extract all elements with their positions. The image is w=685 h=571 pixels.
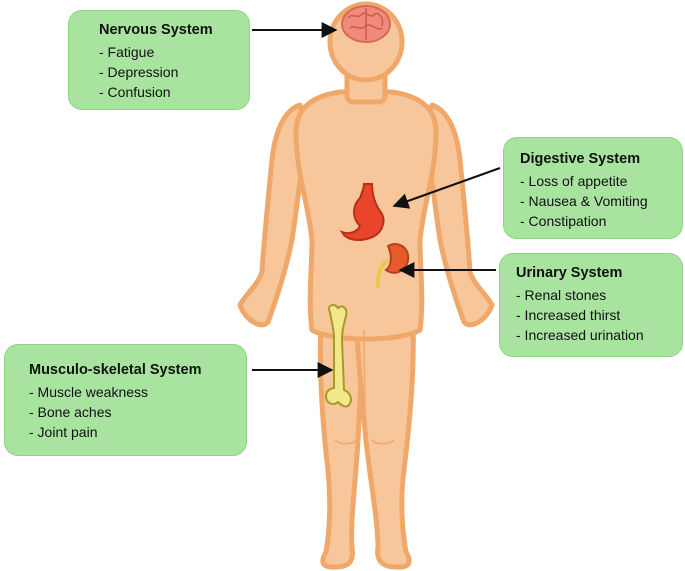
symptom-item: - Fatigue <box>99 44 155 60</box>
body-contour-lines <box>334 329 395 445</box>
symptom-item: - Nausea & Vomiting <box>520 193 648 209</box>
symptom-item: - Constipation <box>520 213 607 229</box>
symptom-item: - Depression <box>99 64 179 80</box>
digestive-system-box: Digestive System - Loss of appetite - Na… <box>503 137 683 239</box>
symptom-item: - Increased thirst <box>516 307 621 323</box>
femur-bone-icon <box>324 304 352 408</box>
musculoskeletal-system-box: Musculo-skeletal System - Muscle weaknes… <box>4 344 247 456</box>
symptom-item: - Renal stones <box>516 287 607 303</box>
nervous-system-title: Nervous System <box>99 22 213 38</box>
stomach-icon <box>339 183 385 241</box>
symptom-item: - Loss of appetite <box>520 173 628 189</box>
symptom-item: - Muscle weakness <box>29 384 149 400</box>
musculoskeletal-system-title: Musculo-skeletal System <box>29 362 202 378</box>
brain-icon <box>341 5 391 43</box>
human-body-icon <box>237 1 495 570</box>
symptom-item: - Joint pain <box>29 424 98 440</box>
digestive-system-title: Digestive System <box>520 151 641 167</box>
symptom-item: - Bone aches <box>29 404 112 420</box>
symptom-item: - Increased urination <box>516 327 644 343</box>
urinary-system-title: Urinary System <box>516 265 623 281</box>
arrow-to-stomach <box>392 167 501 209</box>
urinary-system-box: Urinary System - Renal stones - Increase… <box>499 253 683 357</box>
nervous-system-box: Nervous System - Fatigue - Depression - … <box>68 10 250 110</box>
symptom-item: - Confusion <box>99 84 171 100</box>
